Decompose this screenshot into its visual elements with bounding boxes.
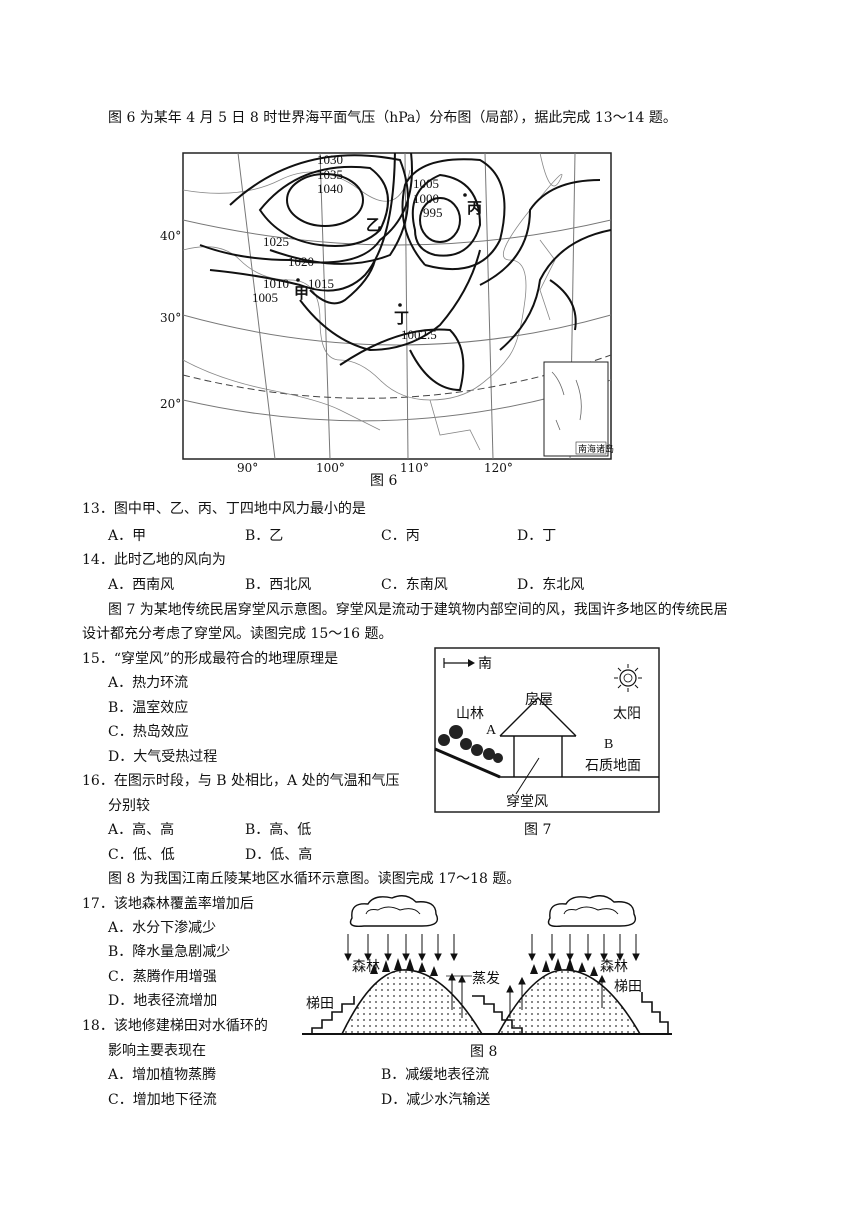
isobar-label: 1015	[308, 276, 334, 291]
lon-label: 120°	[484, 461, 513, 475]
label-a: A	[486, 723, 497, 738]
label-sun: 太阳	[613, 706, 641, 722]
figure-8-caption: 图 8	[470, 1044, 498, 1060]
figure-6-map: 1030 1035 1040 1025 1020 1010 1015 1005 …	[182, 152, 614, 460]
q14-stem: 14．此时乙地的风向为	[82, 552, 226, 568]
label-south: 南	[478, 656, 492, 672]
label-terrace-right: 梯田	[614, 979, 642, 995]
figure-7-caption: 图 7	[524, 822, 552, 838]
label-ground: 石质地面	[585, 758, 641, 774]
sun-icon	[614, 664, 642, 692]
isobar-label: 1030	[317, 152, 343, 167]
inset-label: 南海诸岛	[578, 443, 614, 454]
q17-option-d[interactable]: D．地表径流增加	[108, 993, 218, 1009]
q14-option-d[interactable]: D．东北风	[517, 577, 585, 593]
intro-fig7-line2: 设计都充分考虑了穿堂风。读图完成 15～16 题。	[82, 626, 393, 642]
q13-option-c[interactable]: C．丙	[381, 528, 420, 544]
lon-label: 110°	[400, 461, 429, 475]
q14-option-a[interactable]: A．西南风	[108, 577, 175, 593]
figure-6-caption: 图 6	[370, 473, 398, 489]
isobar-label: 1040	[317, 181, 343, 196]
label-terrace-left: 梯田	[306, 996, 334, 1012]
place-bing: 丙	[467, 200, 482, 217]
q15-option-b[interactable]: B．温室效应	[108, 700, 189, 716]
q13-option-b[interactable]: B．乙	[245, 528, 284, 544]
q14-option-c[interactable]: C．东南风	[381, 577, 448, 593]
forest-icon	[438, 725, 503, 763]
isobar-label: 1025	[263, 234, 289, 249]
figure-7-diagram: 南 房屋 太阳 山林 A B 石质地面 穿堂风	[434, 647, 660, 813]
q18-option-d[interactable]: D．减少水汽输送	[381, 1092, 491, 1108]
q18-option-b[interactable]: B．减缓地表径流	[381, 1067, 490, 1083]
q17-option-c[interactable]: C．蒸腾作用增强	[108, 969, 217, 985]
hill-icon	[340, 969, 642, 1035]
house-icon	[499, 697, 577, 777]
lon-label: 90°	[237, 461, 259, 475]
q15-stem: 15．“穿堂风”的形成最符合的地理原理是	[82, 651, 339, 667]
isobar-label: 1005	[413, 176, 439, 191]
cloud-icon	[349, 895, 637, 928]
place-yi: 乙	[366, 218, 381, 234]
intro-fig7-line1: 图 7 为某地传统民居穿堂风示意图。穿堂风是流动于建筑物内部空间的风，我国许多地…	[108, 602, 728, 618]
q16-option-b[interactable]: B．高、低	[245, 822, 312, 838]
q18-option-c[interactable]: C．增加地下径流	[108, 1092, 217, 1108]
isobar-label: 1002.5	[401, 327, 437, 342]
isobar-label: 995	[423, 205, 443, 220]
label-house: 房屋	[525, 692, 553, 708]
place-jia: 甲	[294, 285, 309, 302]
tree-icon	[370, 958, 598, 976]
q18-stem-line2: 影响主要表现在	[108, 1043, 206, 1059]
q14-option-b[interactable]: B．西北风	[245, 577, 312, 593]
lat-label: 40°	[160, 229, 182, 243]
lon-label: 100°	[316, 461, 345, 475]
q16-option-c[interactable]: C．低、低	[108, 847, 175, 863]
q15-option-a[interactable]: A．热力环流	[108, 675, 189, 691]
q13-option-d[interactable]: D．丁	[517, 528, 557, 544]
isobar-label: 1000	[413, 191, 439, 206]
lat-label: 30°	[160, 311, 182, 325]
q17-stem: 17．该地森林覆盖率增加后	[82, 896, 254, 912]
place-ding: 丁	[394, 311, 409, 327]
q17-option-b[interactable]: B．降水量急剧减少	[108, 944, 231, 960]
label-forest-left: 森林	[352, 959, 380, 975]
q16-stem-line1: 16．在图示时段，与 B 处相比，A 处的气温和气压	[82, 773, 400, 789]
intro-fig6: 图 6 为某年 4 月 5 日 8 时世界海平面气压（hPa）分布图（局部），据…	[108, 110, 677, 126]
q15-option-c[interactable]: C．热岛效应	[108, 724, 189, 740]
q18-stem-line1: 18．该地修建梯田对水循环的	[82, 1018, 268, 1034]
q16-option-a[interactable]: A．高、高	[108, 822, 175, 838]
q18-option-a[interactable]: A．增加植物蒸腾	[108, 1067, 217, 1083]
q15-option-d[interactable]: D．大气受热过程	[108, 749, 218, 765]
isobar-label: 1035	[317, 167, 343, 182]
isobar-label: 1005	[252, 290, 278, 305]
label-wind: 穿堂风	[506, 794, 548, 810]
lat-label: 20°	[160, 397, 182, 411]
q16-option-d[interactable]: D．低、高	[245, 847, 313, 863]
q17-option-a[interactable]: A．水分下渗减少	[108, 920, 217, 936]
figure-8-diagram: 森林 森林 蒸发 梯田 梯田	[302, 895, 672, 1035]
label-forest: 山林	[456, 706, 484, 722]
q13-stem: 13．图中甲、乙、丙、丁四地中风力最小的是	[82, 501, 366, 517]
isobar-label: 1020	[288, 254, 314, 269]
intro-fig8: 图 8 为我国江南丘陵某地区水循环示意图。读图完成 17～18 题。	[108, 871, 521, 887]
label-b: B	[604, 737, 613, 752]
label-forest-right: 森林	[600, 959, 628, 975]
isobar-label: 1010	[263, 276, 289, 291]
q13-option-a[interactable]: A．甲	[108, 528, 147, 544]
q16-stem-line2: 分别较	[108, 798, 150, 814]
label-evaporation: 蒸发	[472, 971, 500, 987]
